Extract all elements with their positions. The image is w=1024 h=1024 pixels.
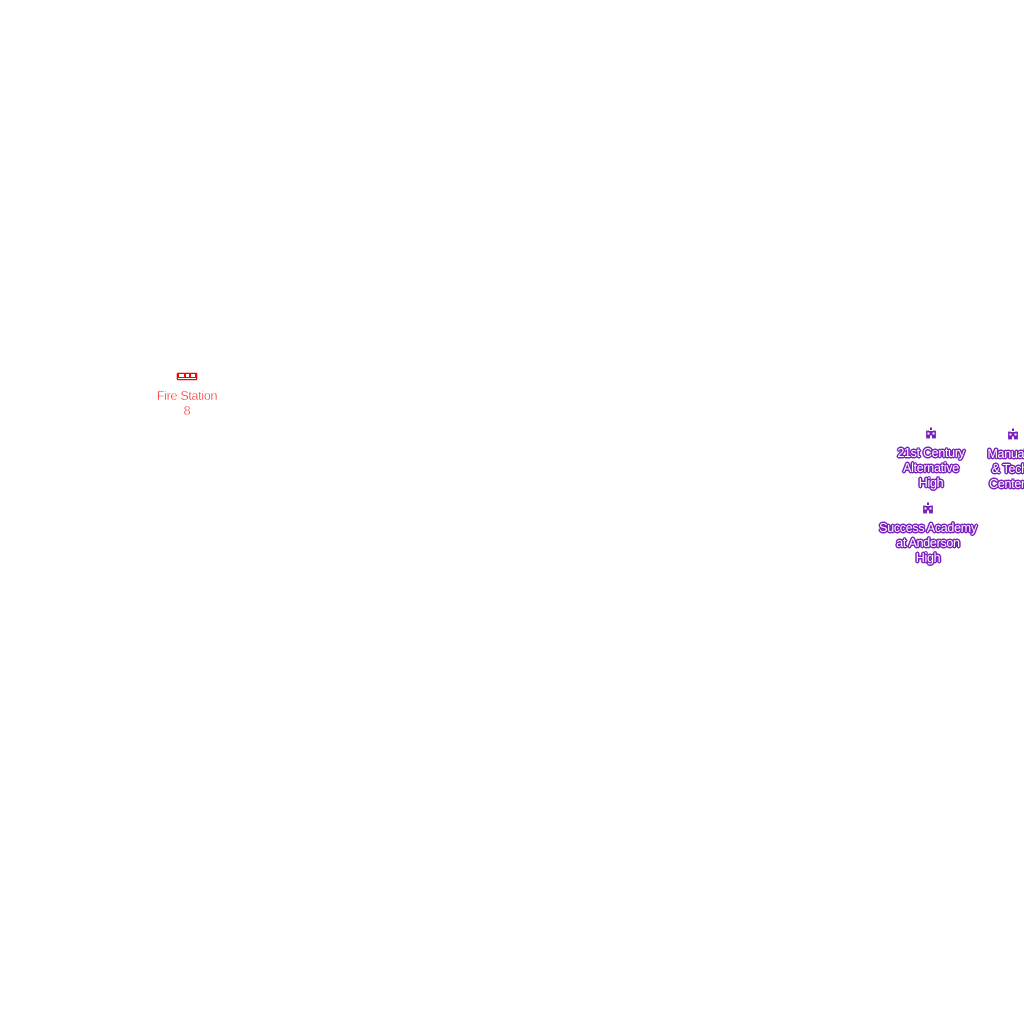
poi-label: Manual C & Techn Center H — [987, 447, 1024, 491]
poi-label: Fire Station 8 — [156, 389, 218, 418]
school-icon — [1006, 427, 1020, 446]
poi-label: Success Academy at Anderson High — [879, 521, 977, 565]
poi-label: 21st Century Alternative High — [897, 446, 965, 490]
fire-truck-icon — [175, 370, 199, 388]
poi-fire-station-8[interactable]: Fire Station 8 — [150, 370, 224, 419]
school-icon — [924, 426, 938, 445]
school-icon — [921, 501, 935, 520]
poi-21st-century-alternative-high[interactable]: 21st Century Alternative High — [886, 426, 976, 491]
poi-success-academy-anderson-high[interactable]: Success Academy at Anderson High — [868, 501, 988, 566]
poi-manual-career-technical-center[interactable]: Manual C & Techn Center H — [968, 427, 1024, 492]
